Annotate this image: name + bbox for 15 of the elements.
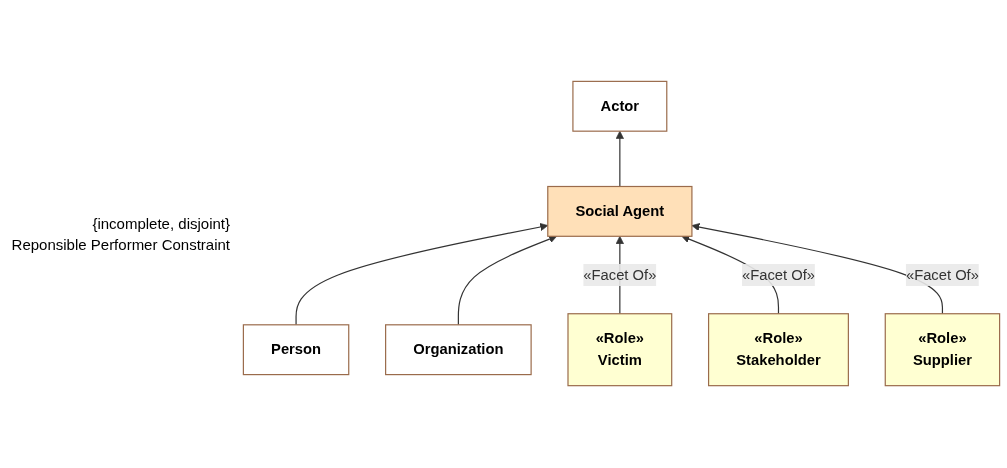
node-box: «Role» Supplier: [884, 313, 1001, 387]
edge-label: «Facet Of»: [905, 267, 979, 283]
constraint-note: {incomplete, disjoint}: [92, 215, 230, 232]
node-box: Actor: [572, 81, 668, 133]
arrow: [615, 131, 624, 188]
node-box: «Role» Stakeholder: [708, 313, 849, 387]
edge-label: «Facet Of»: [741, 267, 815, 283]
node-box: Person: [242, 324, 350, 376]
arrow: [457, 235, 558, 326]
constraint-note: Reponsible Performer Constraint: [11, 236, 230, 253]
node-box: Social Agent: [547, 186, 693, 238]
node-box: «Role» Victim: [567, 313, 673, 387]
node-box: Organization: [385, 324, 532, 376]
arrow: [691, 223, 944, 315]
edge-label: «Facet Of»: [583, 267, 657, 283]
